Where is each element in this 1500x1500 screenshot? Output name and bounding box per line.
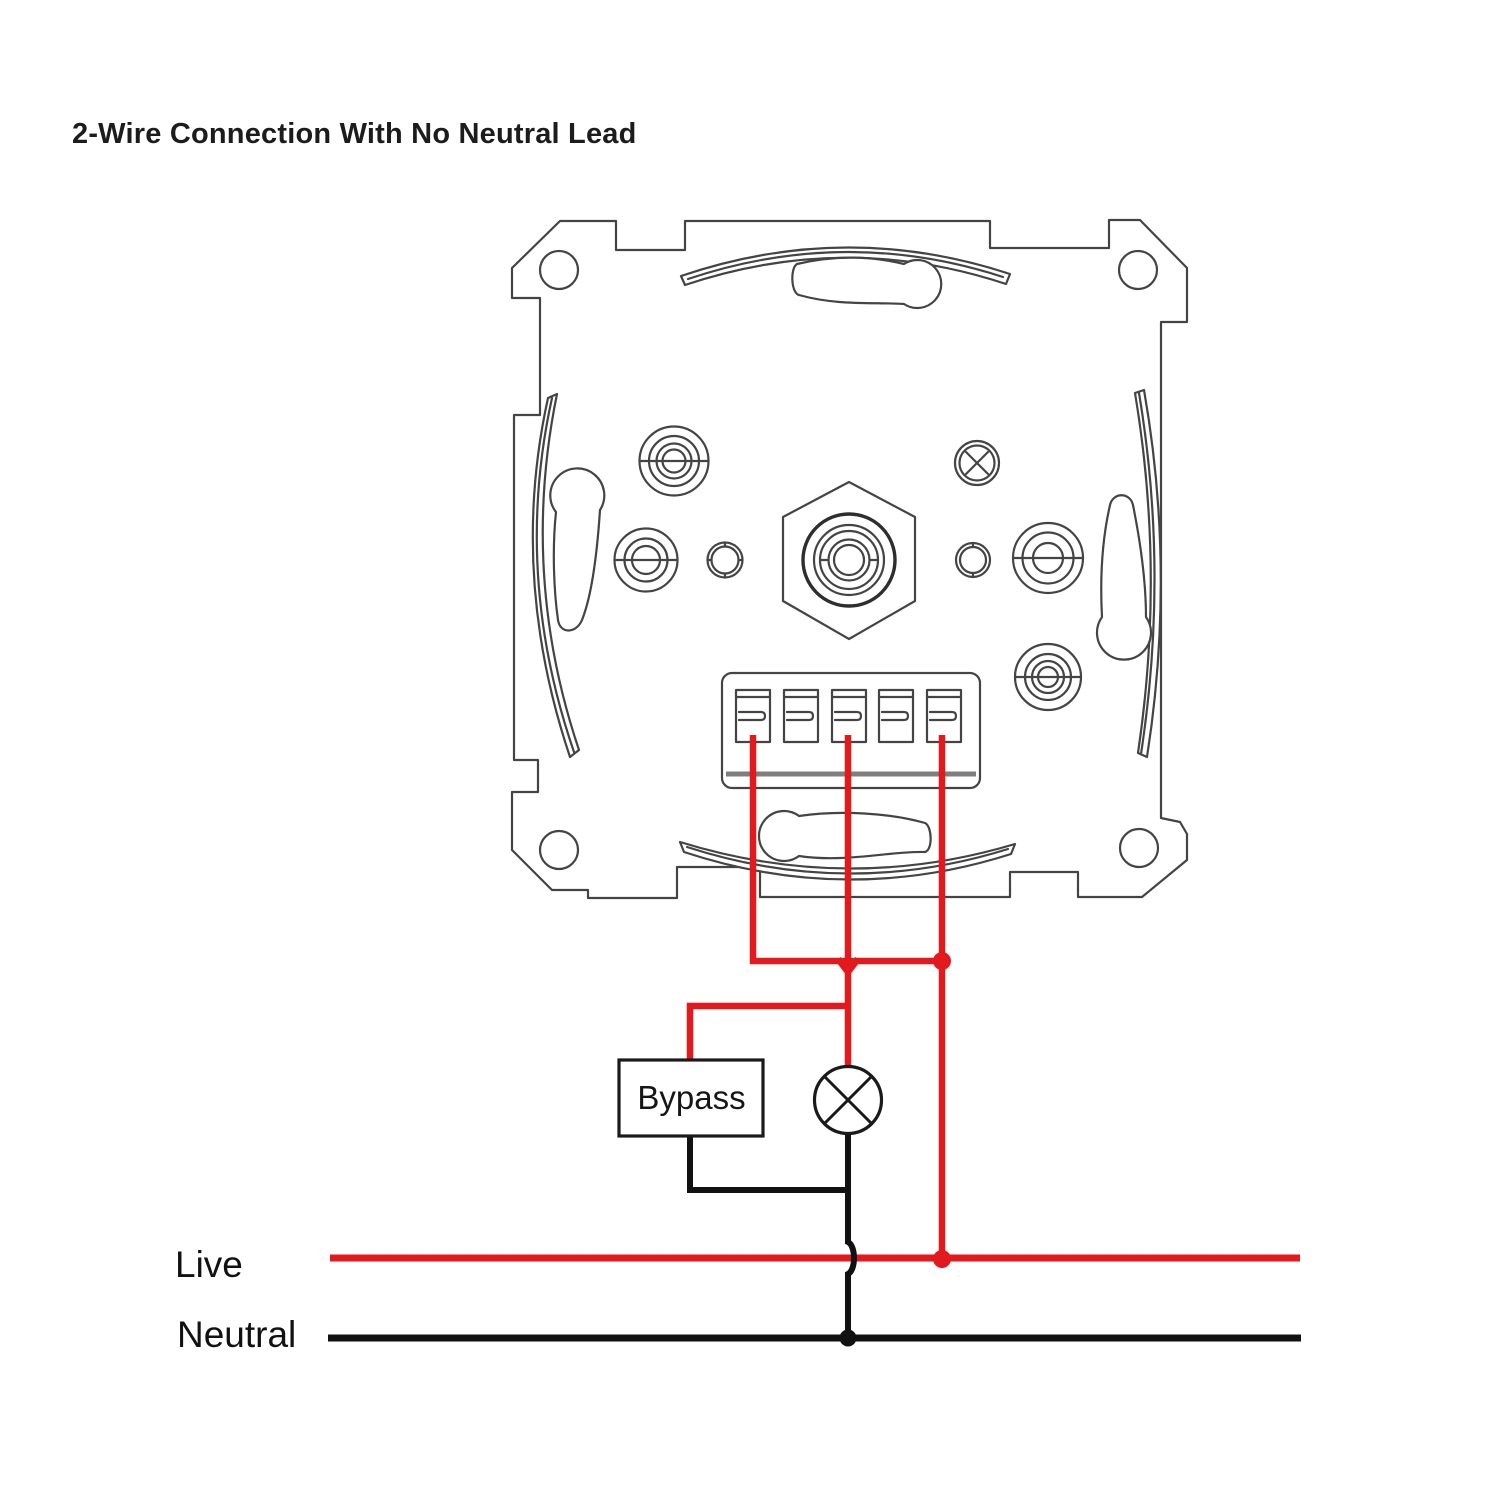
page-title: 2-Wire Connection With No Neutral Lead: [72, 118, 637, 150]
corner-mounting-holes: [538, 249, 1160, 871]
terminal-3: [830, 688, 868, 744]
keyhole-slots: [549, 256, 1153, 863]
junction-dot-live-rail: [933, 1250, 951, 1268]
junction-dot-bus: [933, 952, 951, 970]
left-screw-cluster: [613, 425, 744, 593]
wire-terminal1-to-bus: [749, 735, 942, 965]
terminal-4: [877, 688, 915, 744]
neutral-label: Neutral: [177, 1314, 297, 1355]
live-side-wires: [330, 735, 1300, 1268]
terminal-2: [782, 688, 820, 744]
plate-outline: [510, 218, 1189, 900]
neutral-side-wires: [328, 1132, 1301, 1347]
terminal-1: [734, 688, 772, 744]
junction-dot-neutral-rail: [839, 1329, 857, 1347]
bypass-label: Bypass: [637, 1079, 746, 1116]
dimmer-shaft-hex-boss: [781, 480, 917, 641]
lamp-icon: [812, 1064, 884, 1136]
wire-branch-to-bypass: [686, 1002, 848, 1061]
terminal-5: [925, 688, 963, 744]
live-label: Live: [175, 1244, 243, 1285]
wire-bypass-return: [687, 1135, 848, 1193]
bypass-box: [617, 1058, 765, 1138]
wire-lamp-to-neutral-with-hop: [845, 1132, 857, 1340]
right-screw-cluster: [953, 439, 1085, 712]
